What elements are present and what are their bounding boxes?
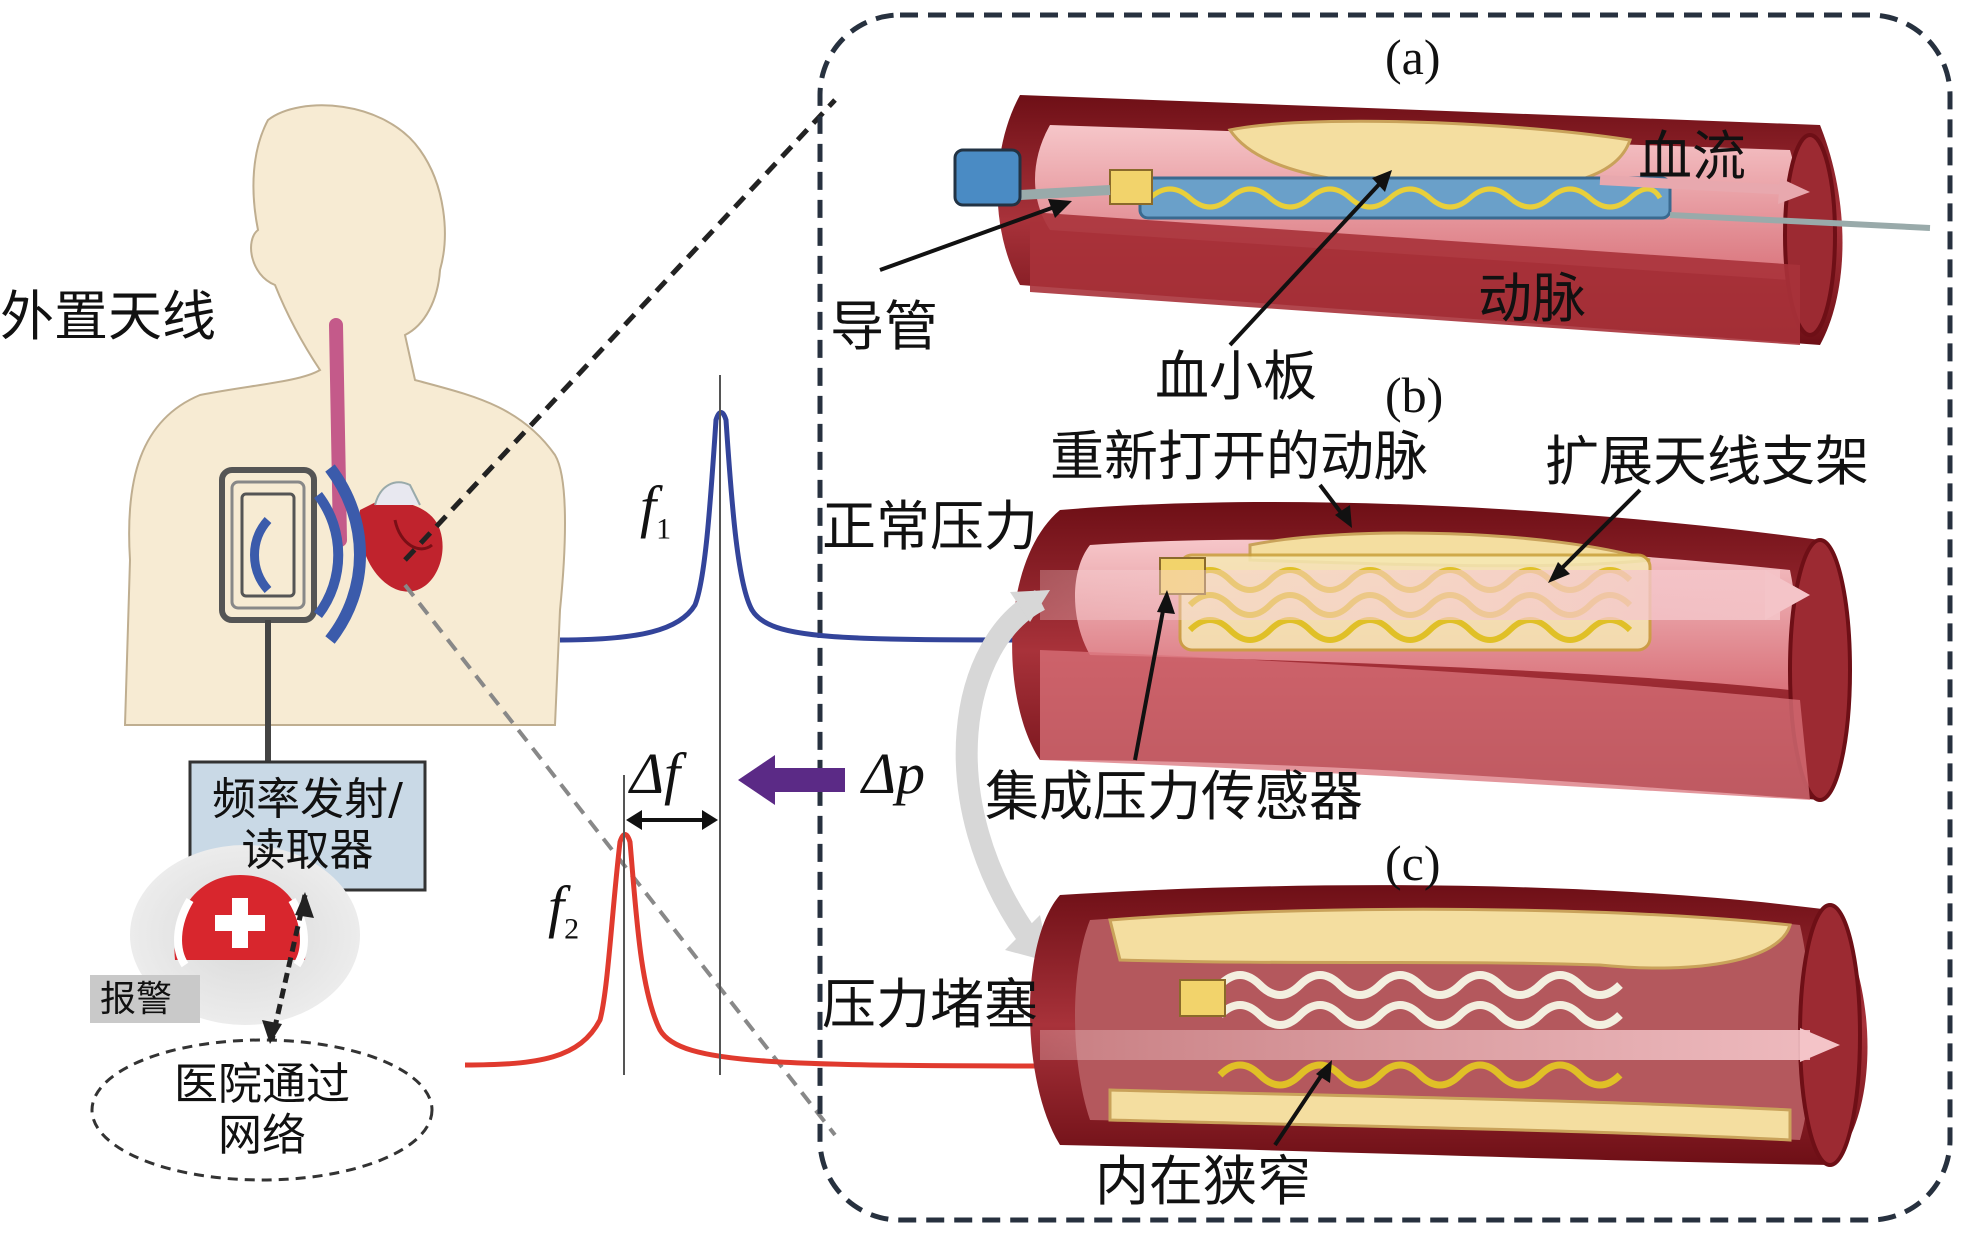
- plaque-c-bottom: [1108, 1088, 1792, 1142]
- pointer-platelet: [1228, 176, 1387, 347]
- panel-label-c: (c): [1385, 835, 1441, 891]
- panel-label-b: (b): [1385, 367, 1444, 423]
- body-silhouette: [123, 104, 566, 726]
- trachea: [329, 318, 347, 547]
- label-reopened-artery: 重新打开的动脉: [1050, 425, 1428, 488]
- label-hospital-network: 医院通过 网络: [142, 1059, 382, 1161]
- label-transmitter-line1: 频率发射/: [212, 774, 403, 825]
- hospital-network-ellipse: [90, 1038, 434, 1182]
- symbol-f2: f2: [548, 878, 579, 945]
- label-intrinsic-stenosis: 内在狭窄: [1095, 1150, 1311, 1213]
- label-hospital-line1: 医院通过: [174, 1059, 350, 1110]
- symbol-f1: f1: [640, 478, 671, 545]
- label-alarm: 报警: [100, 979, 173, 1020]
- label-transmitter-reader: 频率发射/ 读取器: [190, 774, 425, 876]
- label-pressure-blockage: 压力堵塞: [822, 973, 1038, 1036]
- label-normal-pressure: 正常压力: [822, 495, 1038, 558]
- label-platelet: 血小板: [1155, 345, 1317, 408]
- delta-p-arrow: [738, 755, 845, 805]
- human-torso: [123, 104, 566, 762]
- plaque-c-top: [1108, 907, 1792, 970]
- label-artery: 动脉: [1478, 267, 1586, 330]
- artery-c: [1030, 885, 1868, 1167]
- label-transmitter-line2: 读取器: [241, 824, 374, 876]
- external-antenna-coil: [219, 464, 366, 762]
- artery-a: [953, 95, 1931, 345]
- panel-label-a: (a): [1385, 29, 1441, 85]
- curve-f2: [464, 832, 1091, 1069]
- symbol-f2-base: f: [548, 874, 565, 939]
- artery-b: [1012, 501, 1852, 802]
- alarm-icon: [90, 845, 360, 1025]
- pointer-pressure-sensor: [1133, 599, 1167, 761]
- symbol-delta-p: Δp: [862, 741, 926, 806]
- label-catheter: 导管: [830, 295, 938, 358]
- pointer-stent: [1553, 488, 1642, 577]
- label-integrated-pressure-sensor: 集成压力传感器: [985, 765, 1363, 828]
- magnified-panel: [817, 12, 1953, 1223]
- label-blood-flow: 血流: [1638, 125, 1746, 188]
- curve-f1: [559, 410, 1051, 643]
- transition-arrow: [955, 590, 1046, 947]
- pointer-stenosis: [1273, 1068, 1327, 1147]
- label-external-antenna: 外置天线: [0, 285, 216, 348]
- heart: [359, 481, 443, 592]
- label-expanded-antenna-stent: 扩展天线支架: [1545, 430, 1869, 493]
- symbol-delta-f: Δf: [630, 741, 681, 806]
- label-hospital-line2: 网络: [218, 1109, 306, 1161]
- symbol-f1-base: f: [640, 474, 657, 539]
- pointer-catheter: [879, 203, 1061, 272]
- symbol-f2-sub: 2: [564, 912, 580, 946]
- symbol-f1-sub: 1: [656, 512, 672, 546]
- network-link-arrow: [269, 894, 308, 1041]
- delta-f-arrow: [626, 810, 718, 830]
- zoom-line-top: [403, 98, 837, 562]
